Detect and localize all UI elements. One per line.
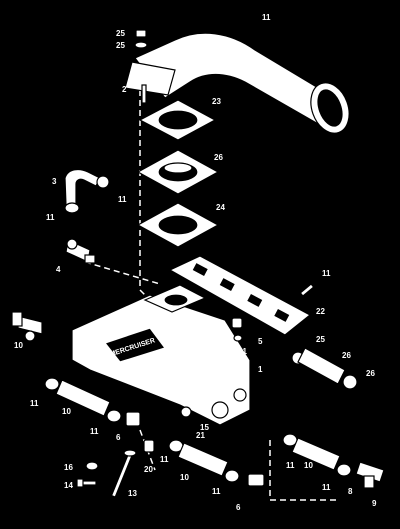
callout-2: 2 <box>122 85 127 94</box>
callout-8: 8 <box>348 487 353 496</box>
callout-22: 25 <box>116 41 125 50</box>
callout-24: 26 <box>214 153 223 162</box>
callout-6-a: 6 <box>116 433 121 442</box>
callout-12: 11 <box>322 269 331 278</box>
fitting-9 <box>355 461 385 489</box>
callout-20: 11 <box>262 13 271 22</box>
long-bolt <box>110 449 137 498</box>
callout-21-lower: 24 <box>216 203 225 212</box>
callout-11-h: 11 <box>322 483 331 492</box>
washer-15 <box>85 461 99 471</box>
hose-lower-right <box>282 433 352 477</box>
callout-10-b: 10 <box>180 473 189 482</box>
callout-3: 3 <box>52 177 57 186</box>
callout-6-b: 6 <box>236 503 241 512</box>
callout-11-b: 11 <box>46 213 55 222</box>
exhaust-elbow-pipe <box>124 32 350 134</box>
callout-9: 9 <box>372 499 377 508</box>
tee-fitting-left <box>11 311 43 342</box>
bolt-14 <box>76 478 97 488</box>
callout-4: 4 <box>56 265 61 274</box>
hose-middle <box>168 439 265 487</box>
fitting-6 <box>125 411 141 427</box>
exhaust-manifold: MERCRUISER <box>71 284 251 426</box>
callout-25-a: 25 <box>316 335 325 344</box>
callout-21-upper: 23 <box>212 97 221 106</box>
gasket-lower <box>136 202 220 248</box>
callout-13: 13 <box>128 489 137 498</box>
callout-1: 1 <box>258 365 263 374</box>
restrictor-plate <box>136 149 220 195</box>
callout-7: 10 <box>14 341 23 350</box>
callout-11-e: 11 <box>160 455 169 464</box>
callout-19: 22 <box>316 307 325 316</box>
callout-10-a: 10 <box>62 407 71 416</box>
callout-17: 21 <box>196 431 205 440</box>
callout-18: 21 <box>238 347 247 356</box>
plug-fitting <box>231 317 243 342</box>
callout-11-g: 11 <box>286 461 295 470</box>
callout-5: 5 <box>258 337 263 346</box>
hose-elbow <box>64 168 110 214</box>
callout-25-b: 26 <box>342 351 351 360</box>
callout-11-c: 11 <box>30 399 39 408</box>
stud <box>141 84 147 104</box>
manifold-gasket <box>168 255 312 336</box>
callout-11-f: 11 <box>212 487 221 496</box>
callout-14: 14 <box>64 481 73 490</box>
washer-17 <box>180 406 192 418</box>
callout-16: 20 <box>144 465 153 474</box>
callout-23: 25 <box>116 29 125 38</box>
hose-left <box>44 377 122 423</box>
spacer-16 <box>143 439 155 453</box>
manifold-stud <box>299 283 315 297</box>
callout-15-a: 15 <box>200 423 209 432</box>
hose-right <box>291 347 358 390</box>
callout-15-b: 16 <box>64 463 73 472</box>
tee-fitting <box>65 238 96 264</box>
callout-labels: 11 25 25 2 23 26 24 3 11 11 4 11 22 5 21… <box>14 13 377 512</box>
callout-10-c: 10 <box>304 461 313 470</box>
callout-11-a: 11 <box>118 195 127 204</box>
callout-11-d: 11 <box>90 427 99 436</box>
callout-26: 26 <box>366 369 375 378</box>
gasket-upper <box>138 99 217 141</box>
nut-and-washer <box>134 29 148 49</box>
